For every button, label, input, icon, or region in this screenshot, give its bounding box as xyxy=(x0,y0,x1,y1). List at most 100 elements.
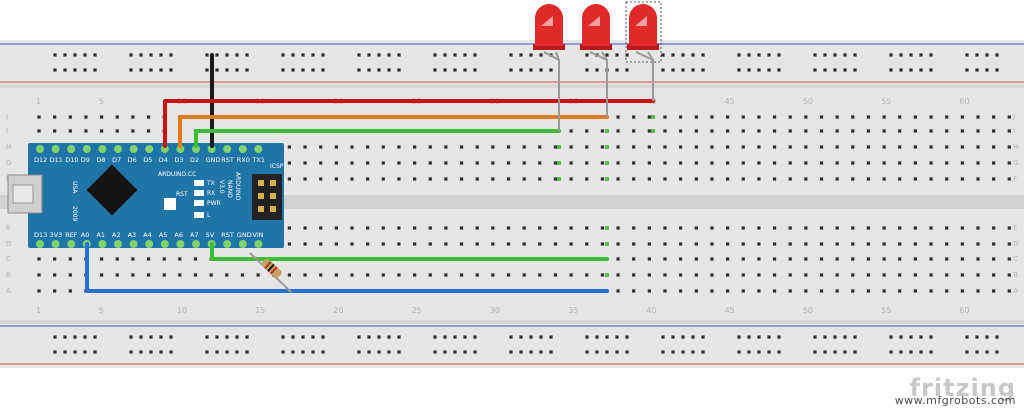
breadboard-hole xyxy=(804,145,808,149)
breadboard-hole xyxy=(522,145,526,149)
rail-hole xyxy=(357,68,361,72)
rail-hole xyxy=(995,350,999,354)
resistor[interactable] xyxy=(249,252,292,293)
breadboard-hole xyxy=(647,129,651,133)
breadboard-hole xyxy=(37,273,41,277)
rail-hole xyxy=(291,53,295,57)
breadboard-hole xyxy=(992,129,996,133)
row-letter: B xyxy=(1013,271,1018,279)
status-led-rx xyxy=(194,190,204,196)
rail-hole xyxy=(691,68,695,72)
rail-hole xyxy=(357,350,361,354)
rail-hole xyxy=(899,335,903,339)
rail-hole xyxy=(129,68,133,72)
breadboard-hole xyxy=(632,145,636,149)
breadboard-hole xyxy=(741,226,745,230)
breadboard-hole xyxy=(600,129,604,133)
wire-green-bottom[interactable] xyxy=(210,242,609,261)
wire-orange[interactable] xyxy=(178,115,609,148)
breadboard-hole xyxy=(522,161,526,165)
nano-pin-label: GND xyxy=(237,231,252,239)
row-letter: D xyxy=(6,240,11,248)
rail-hole xyxy=(899,350,903,354)
breadboard-hole xyxy=(851,289,855,293)
breadboard-hole xyxy=(851,257,855,261)
rail-hole xyxy=(691,335,695,339)
breadboard-hole xyxy=(913,177,917,181)
breadboard-hole xyxy=(1007,273,1011,277)
rail-hole xyxy=(509,53,513,57)
label-rst: RST xyxy=(176,191,188,198)
breadboard-hole xyxy=(569,129,573,133)
breadboard-hole xyxy=(632,273,636,277)
breadboard-hole xyxy=(788,257,792,261)
rail-hole xyxy=(387,335,391,339)
breadboard-hole xyxy=(647,161,651,165)
rail-hole xyxy=(387,68,391,72)
breadboard-hole xyxy=(334,177,338,181)
breadboard-hole xyxy=(303,273,307,277)
wire-blue[interactable] xyxy=(85,242,609,293)
breadboard-hole xyxy=(413,177,417,181)
breadboard-hole xyxy=(146,273,151,277)
breadboard-hole xyxy=(569,145,573,149)
breadboard-hole xyxy=(366,242,370,246)
wire-green-top[interactable] xyxy=(194,129,561,148)
breadboard-hole xyxy=(100,129,104,133)
breadboard-hole xyxy=(788,115,792,119)
breadboard-hole xyxy=(475,226,479,230)
breadboard-hole xyxy=(866,273,871,277)
label-l: L xyxy=(207,212,211,219)
breadboard-hole xyxy=(319,242,323,246)
breadboard-hole xyxy=(585,226,589,230)
breadboard-hole xyxy=(1007,115,1011,119)
wire-red[interactable] xyxy=(163,99,655,148)
rail-hole xyxy=(813,53,817,57)
led-1[interactable] xyxy=(533,4,565,131)
breadboard-hole xyxy=(710,289,714,293)
reset-button[interactable] xyxy=(164,198,176,210)
breadboard-hole xyxy=(694,129,698,133)
breadboard-hole xyxy=(506,161,511,165)
rail-hole xyxy=(681,53,685,57)
column-number: 30 xyxy=(490,306,500,315)
led-3[interactable] xyxy=(625,1,662,101)
rail-hole xyxy=(549,68,553,72)
column-number: 5 xyxy=(99,306,104,315)
breadboard-hole xyxy=(882,177,886,181)
rail-hole xyxy=(433,350,437,354)
breadboard-hole xyxy=(694,115,698,119)
rail-hole xyxy=(995,335,999,339)
breadboard-hole xyxy=(866,226,871,230)
breadboard-hole xyxy=(381,145,385,149)
breadboard-hole xyxy=(256,273,260,277)
rail-hole xyxy=(473,350,477,354)
breadboard-hole xyxy=(475,145,479,149)
breadboard-hole xyxy=(115,129,119,133)
breadboard-hole xyxy=(100,115,104,119)
breadboard-hole xyxy=(53,289,57,293)
led-highlight xyxy=(635,16,647,26)
breadboard-hole xyxy=(679,177,683,181)
breadboard-hole xyxy=(131,129,135,133)
nano-pin xyxy=(36,145,44,153)
column-number: 25 xyxy=(412,306,422,315)
breadboard-hole xyxy=(819,115,824,119)
nano-pin xyxy=(145,145,154,153)
breadboard-hole xyxy=(616,273,620,277)
rail-hole xyxy=(93,335,97,339)
rail-hole xyxy=(757,68,761,72)
rail-hole xyxy=(777,335,781,339)
nano-pin-label: VIN xyxy=(252,231,263,239)
breadboard-hole xyxy=(381,242,385,246)
rail-hole xyxy=(453,53,457,57)
breadboard-hole xyxy=(976,115,980,119)
breadboard-hole xyxy=(225,273,229,277)
rail-hole xyxy=(625,335,629,339)
led-2[interactable] xyxy=(580,4,612,117)
breadboard-hole xyxy=(835,257,839,261)
rail-hole xyxy=(377,350,381,354)
rail-hole xyxy=(605,350,609,354)
rail-hole xyxy=(367,350,371,354)
